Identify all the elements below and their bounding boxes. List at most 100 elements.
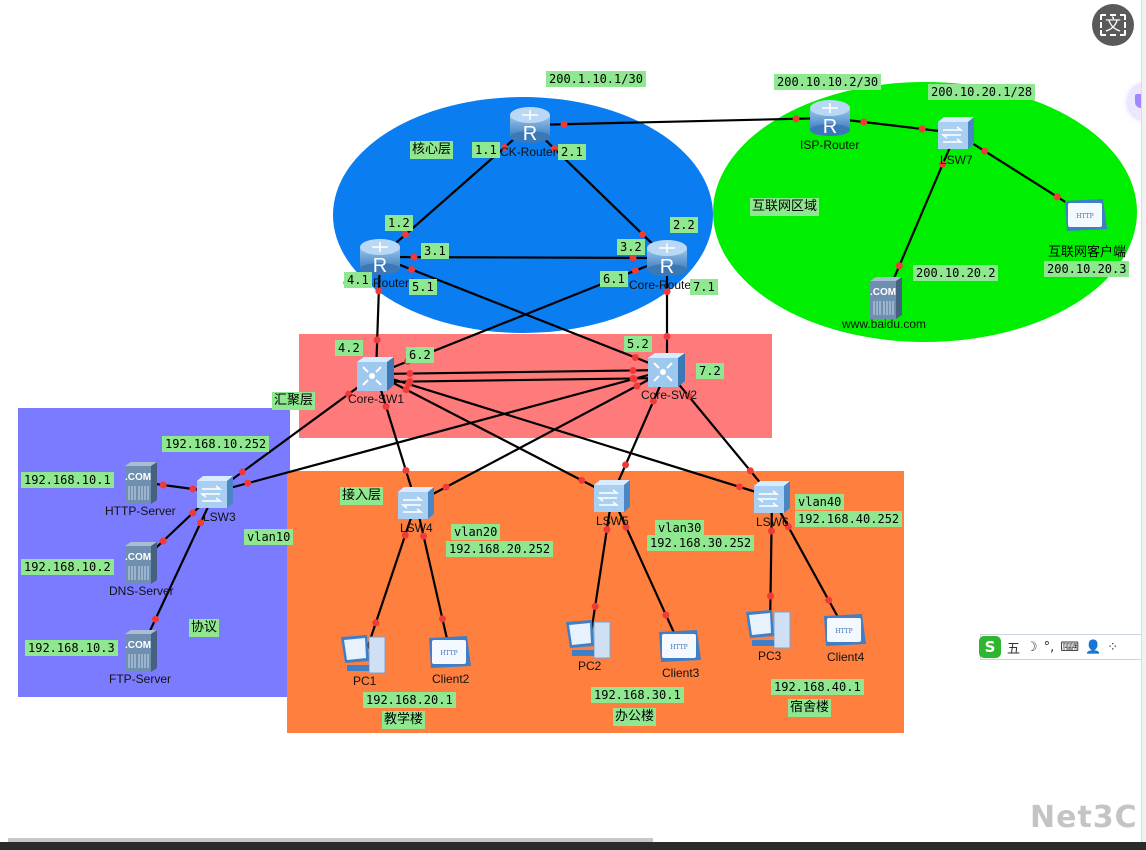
- switch-icon: [934, 117, 978, 156]
- device-lsw4[interactable]: [394, 484, 438, 527]
- svg-text:.COM: .COM: [870, 287, 896, 298]
- moon-icon[interactable]: ☽: [1026, 639, 1038, 655]
- pc-icon: [564, 620, 616, 668]
- vlan20-gateway-ip: 192.168.20.252: [446, 541, 554, 557]
- device-inet-client[interactable]: HTTP: [1063, 195, 1109, 240]
- grid-menu-icon[interactable]: ⁘: [1107, 639, 1119, 655]
- port-dot: [629, 366, 637, 374]
- link-lsw6-client4: [771, 496, 846, 631]
- ime-toolbar[interactable]: S 五 ☽ °, ⌨ 👤 ⁘: [979, 634, 1144, 660]
- device-label: ISP-Router: [800, 138, 860, 152]
- switch-icon: [193, 476, 237, 515]
- port-5-2: 5.2: [624, 336, 652, 352]
- device-lsw6[interactable]: [750, 478, 794, 521]
- port-6-1: 6.1: [600, 271, 628, 287]
- svg-text:R: R: [660, 256, 674, 278]
- pc2-ip: 192.168.30.1: [591, 687, 684, 703]
- device-isp-router[interactable]: R: [807, 98, 853, 143]
- switch-icon: [590, 480, 634, 519]
- port-dot: [591, 602, 599, 610]
- building-teaching-label: 教学楼: [382, 711, 426, 729]
- inet-client-label: 互联网客户端: [1048, 245, 1127, 260]
- port-dot: [662, 611, 670, 619]
- device-lsw7[interactable]: [934, 114, 978, 157]
- vlan40-label: vlan40: [795, 494, 845, 510]
- device-lsw5[interactable]: [590, 477, 634, 520]
- port-dot: [629, 254, 637, 262]
- port-dot: [408, 265, 416, 273]
- device-core-sw2[interactable]: [644, 350, 690, 395]
- device-dns-server[interactable]: .COM: [121, 540, 161, 589]
- ime-mode-wubi[interactable]: 五: [1007, 641, 1021, 657]
- device-client2[interactable]: HTTP: [427, 632, 473, 677]
- device-label: PC3: [758, 649, 782, 663]
- device-lsw3[interactable]: [193, 473, 237, 516]
- port-dot: [402, 386, 410, 394]
- port-dot: [550, 145, 558, 153]
- link-lsw5-client3: [610, 495, 682, 647]
- device-label: Core-Router2: [629, 278, 702, 292]
- port-dot: [438, 615, 446, 623]
- port-dot: [159, 481, 167, 489]
- port-7-2: 7.2: [696, 363, 724, 379]
- vlan20-label: vlan20: [451, 524, 501, 540]
- vertical-scrollbar[interactable]: [1141, 0, 1146, 842]
- port-2-1: 2.1: [558, 144, 586, 160]
- zone-aggregation-label: 汇聚层: [272, 392, 316, 410]
- translate-button[interactable]: 文: [1092, 4, 1134, 46]
- device-label: CK-Router: [500, 145, 557, 159]
- device-label: Client4: [827, 650, 865, 664]
- port-3-2: 3.2: [617, 239, 645, 255]
- port-dot: [373, 336, 381, 344]
- port-dot: [442, 483, 450, 491]
- device-core-router2[interactable]: R: [644, 238, 690, 283]
- device-label: www.baidu.com: [842, 317, 927, 331]
- pc-icon: [744, 610, 796, 658]
- port-dot: [238, 468, 246, 476]
- device-client3[interactable]: HTTP: [657, 626, 703, 671]
- translate-icon: 文: [1099, 14, 1126, 36]
- device-core-sw1[interactable]: [353, 354, 399, 399]
- link-core_sw1-core_sw2: [375, 368, 668, 376]
- port-3-1: 3.1: [421, 243, 449, 259]
- port-dot: [639, 230, 647, 238]
- port-dot: [189, 509, 197, 517]
- inet-client-ip: 200.10.20.3: [1044, 261, 1130, 277]
- device-label: PC2: [578, 659, 602, 673]
- punctuation-icon[interactable]: °,: [1043, 639, 1055, 655]
- device-ck-router[interactable]: R: [507, 105, 553, 150]
- port-dot: [736, 483, 744, 491]
- switch-icon: [750, 481, 794, 520]
- port-dot: [663, 332, 671, 340]
- watermark-logo: Net3C: [1030, 800, 1138, 835]
- vlan10-label: vlan10: [244, 529, 294, 545]
- link-lsw3-ftp_server: [140, 491, 216, 651]
- port-1-1: 1.1: [472, 142, 500, 158]
- router-icon: R: [807, 100, 853, 142]
- device-http-server[interactable]: .COM: [121, 460, 161, 509]
- http-client-icon: HTTP: [822, 614, 868, 654]
- port-dot: [197, 519, 205, 527]
- dns-server-ip: 192.168.10.2: [21, 559, 114, 575]
- router-icon: R: [644, 240, 690, 282]
- device-label: Core-SW2: [641, 388, 698, 402]
- device-pc3[interactable]: [744, 606, 796, 659]
- user-icon[interactable]: 👤: [1085, 639, 1102, 655]
- device-client4[interactable]: HTTP: [822, 610, 868, 655]
- link-core_sw2-lsw5: [610, 369, 669, 497]
- port-dot: [402, 231, 410, 239]
- building-office-label: 办公楼: [613, 708, 657, 726]
- port-dot: [633, 382, 641, 390]
- svg-text:.COM: .COM: [125, 640, 151, 651]
- device-pc2[interactable]: [564, 616, 616, 669]
- device-ftp-server[interactable]: .COM: [121, 628, 161, 677]
- port-dot: [401, 531, 409, 539]
- device-pc1[interactable]: [339, 631, 391, 684]
- keyboard-icon[interactable]: ⌨: [1060, 639, 1080, 655]
- server-icon: .COM: [121, 462, 161, 508]
- port-dot: [825, 596, 833, 604]
- bottom-bar: [0, 842, 1146, 850]
- device-label: HTTP-Server: [105, 504, 176, 518]
- horizontal-scrollbar[interactable]: [8, 838, 653, 842]
- device-baidu[interactable]: .COM: [866, 275, 906, 324]
